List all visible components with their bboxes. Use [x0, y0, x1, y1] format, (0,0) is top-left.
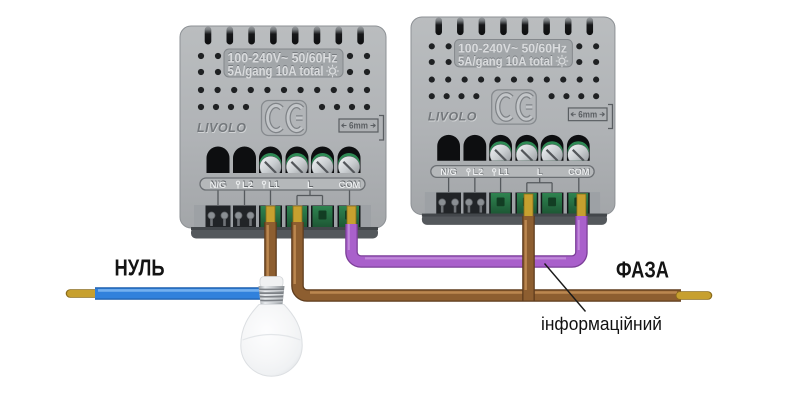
svg-text:COM: COM [568, 167, 589, 177]
svg-text:COM: COM [339, 179, 361, 189]
svg-text:L2: L2 [242, 180, 253, 190]
svg-text:L2: L2 [243, 179, 254, 189]
svg-text:N/G: N/G [210, 179, 227, 189]
svg-text:6mm: 6mm [578, 109, 597, 119]
svg-text:COM: COM [339, 180, 361, 190]
svg-text:L2: L2 [473, 167, 484, 177]
svg-text:5A/gang 10A total: 5A/gang 10A total [458, 53, 553, 68]
svg-text:5A/gang 10A total: 5A/gang 10A total [228, 63, 324, 78]
svg-text:L: L [308, 179, 314, 189]
svg-text:LIVOLO: LIVOLO [197, 121, 247, 135]
svg-text:100-240V~ 50/60Hz: 100-240V~ 50/60Hz [458, 41, 567, 56]
svg-text:6mm: 6mm [349, 121, 368, 131]
svg-text:100-240V~ 50/60Hz: 100-240V~ 50/60Hz [228, 51, 338, 66]
svg-text:LIVOLO: LIVOLO [428, 110, 477, 124]
svg-text:N/G: N/G [441, 167, 457, 177]
svg-text:L1: L1 [268, 180, 279, 190]
svg-text:5A/gang 10A total: 5A/gang 10A total [458, 53, 553, 68]
svg-text:LIVOLO: LIVOLO [429, 111, 478, 125]
svg-text:100-240V~ 50/60Hz: 100-240V~ 50/60Hz [228, 50, 338, 65]
svg-text:N/G: N/G [210, 180, 227, 190]
svg-text:L: L [537, 167, 543, 177]
svg-text:L: L [537, 167, 543, 177]
svg-text:L2: L2 [472, 167, 483, 177]
svg-text:L: L [307, 180, 313, 190]
svg-text:N/G: N/G [440, 167, 456, 177]
svg-text:L1: L1 [269, 179, 280, 189]
svg-text:COM: COM [569, 167, 590, 177]
svg-text:100-240V~ 50/60Hz: 100-240V~ 50/60Hz [458, 40, 567, 55]
svg-text:L1: L1 [498, 167, 509, 177]
svg-text:L1: L1 [499, 167, 510, 177]
svg-text:ФАЗА: ФАЗА [616, 257, 669, 283]
svg-text:5A/gang 10A total: 5A/gang 10A total [228, 64, 324, 79]
svg-text:LIVOLO: LIVOLO [198, 122, 248, 136]
svg-text:НУЛЬ: НУЛЬ [115, 255, 165, 281]
svg-text:інформаційний: інформаційний [541, 314, 662, 334]
